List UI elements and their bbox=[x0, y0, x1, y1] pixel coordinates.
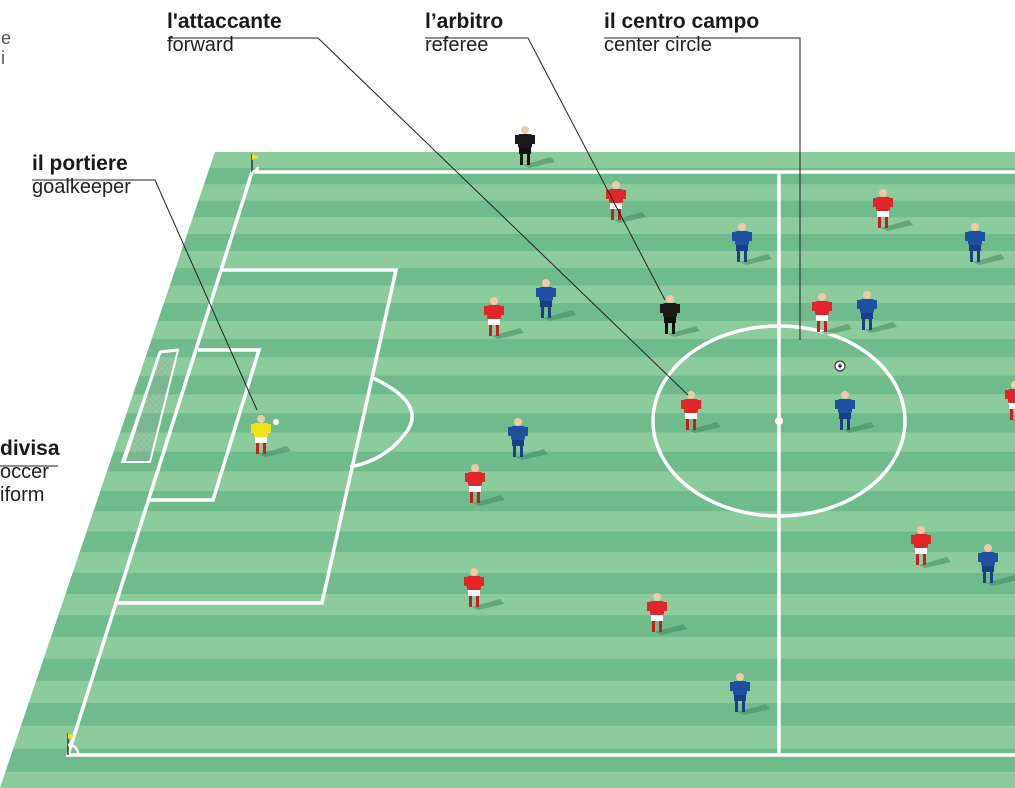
referee-figure bbox=[515, 126, 555, 168]
red-player-figure bbox=[911, 526, 951, 568]
leader-lines bbox=[0, 37, 801, 467]
grass-stripe bbox=[0, 200, 1015, 218]
corner-flag-icon bbox=[67, 733, 80, 756]
center-circle bbox=[651, 324, 907, 518]
penalty-arc bbox=[349, 376, 414, 469]
grass-stripe bbox=[0, 375, 1015, 395]
label-referee-english: referee bbox=[425, 34, 489, 57]
label-fragment-top-left: e i bbox=[1, 28, 11, 68]
red-player-figure bbox=[465, 464, 505, 506]
fragment-line-2: i bbox=[1, 48, 5, 68]
grass-stripe bbox=[0, 338, 1015, 358]
grass-stripes bbox=[0, 152, 1015, 788]
grass-stripe bbox=[0, 394, 1015, 414]
grass-stripe bbox=[0, 152, 1015, 169]
leader-center-circle bbox=[604, 37, 801, 340]
grass-stripe bbox=[0, 432, 1015, 453]
grass-stripe bbox=[0, 725, 1015, 750]
label-referee-italian: l’arbitro bbox=[425, 10, 504, 33]
label-forward: l'attaccante forward bbox=[167, 10, 282, 57]
goal-area bbox=[150, 348, 262, 502]
blue-player-figure bbox=[730, 673, 770, 715]
blue-player-figure bbox=[857, 291, 897, 333]
grass-stripe bbox=[0, 491, 1015, 512]
leader-referee bbox=[425, 37, 666, 301]
blue-player-figure bbox=[508, 418, 548, 460]
label-uniform-english-1: occer bbox=[0, 461, 49, 484]
touchline-outline bbox=[65, 170, 1015, 757]
pitch-lines bbox=[65, 170, 1015, 757]
blue-player-figure bbox=[732, 223, 772, 265]
players-layer bbox=[251, 126, 1015, 715]
leader-goalkeeper bbox=[32, 179, 258, 411]
grass-stripe bbox=[0, 471, 1015, 492]
label-referee: l’arbitro referee bbox=[425, 10, 503, 57]
red-player-figure bbox=[812, 293, 852, 335]
grass-stripe bbox=[0, 285, 1015, 304]
red-player-figure bbox=[873, 189, 913, 231]
goalkeeper-figure bbox=[251, 415, 291, 457]
label-uniform-english-2: iform bbox=[0, 484, 45, 507]
red-player-figure bbox=[1005, 381, 1015, 421]
grass-stripe bbox=[0, 636, 1015, 660]
grass-stripe bbox=[0, 451, 1015, 472]
grass-stripe bbox=[0, 552, 1015, 574]
soccer-ball-icon bbox=[834, 360, 846, 372]
label-center-circle: il centro campo center circle bbox=[604, 10, 759, 57]
blue-player-figure bbox=[536, 279, 576, 321]
label-forward-italian: l'attaccante bbox=[167, 10, 282, 33]
center-spot bbox=[775, 417, 783, 425]
fragment-line-1: e bbox=[1, 28, 12, 48]
grass-stripe bbox=[0, 615, 1015, 638]
penalty-spot bbox=[273, 419, 279, 425]
penalty-area bbox=[117, 268, 399, 605]
grass-stripe bbox=[0, 748, 1015, 773]
red-player-figure bbox=[464, 568, 504, 610]
red-player-figure bbox=[484, 297, 524, 339]
grass-stripe bbox=[0, 303, 1015, 322]
leader-forward bbox=[168, 37, 689, 396]
grass-stripe bbox=[0, 217, 1015, 235]
red-player-figure bbox=[681, 391, 721, 433]
grass-stripe bbox=[0, 593, 1015, 616]
label-center-circle-english: center circle bbox=[604, 34, 712, 57]
grass-stripe bbox=[0, 250, 1015, 269]
grass-stripe bbox=[0, 268, 1015, 287]
label-uniform: divisa occer iform bbox=[0, 437, 60, 507]
label-center-circle-italian: il centro campo bbox=[604, 10, 760, 33]
referee-figure bbox=[660, 295, 700, 337]
grass-stripe bbox=[0, 703, 1015, 727]
grass-stripe bbox=[0, 658, 1015, 682]
grass-stripe bbox=[0, 233, 1015, 252]
grass-stripe bbox=[0, 511, 1015, 533]
corner-flag-icon bbox=[251, 154, 260, 174]
grass-stripe bbox=[0, 531, 1015, 553]
goal-net-icon bbox=[120, 348, 180, 463]
label-uniform-italian: divisa bbox=[0, 437, 60, 460]
label-goalkeeper-english: goalkeeper bbox=[32, 176, 131, 199]
red-player-figure bbox=[647, 593, 687, 635]
grass-stripe bbox=[0, 572, 1015, 595]
label-goalkeeper: il portiere goalkeeper bbox=[32, 152, 131, 199]
label-forward-english: forward bbox=[167, 34, 234, 57]
grass-stripe bbox=[0, 771, 1015, 788]
blue-player-figure bbox=[835, 391, 875, 433]
blue-player-figure bbox=[965, 223, 1005, 265]
grass-stripe bbox=[0, 680, 1015, 704]
label-goalkeeper-italian: il portiere bbox=[32, 152, 128, 175]
grass-stripe bbox=[0, 184, 1015, 202]
blue-player-figure bbox=[978, 544, 1015, 586]
